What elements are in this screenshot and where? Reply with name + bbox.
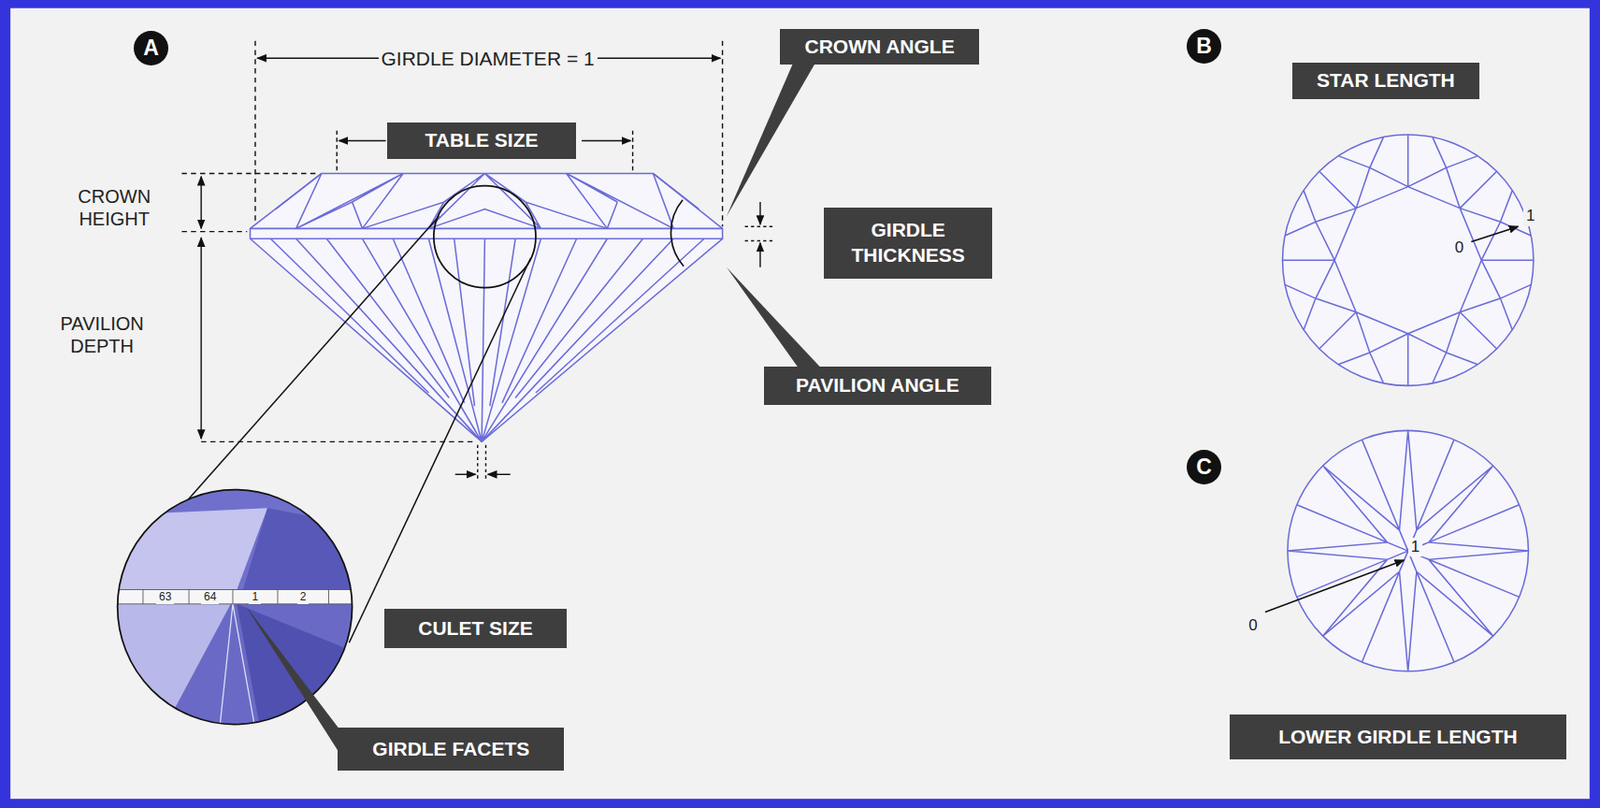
- length-arrows: [1265, 226, 1519, 612]
- scale-number: 1: [1523, 206, 1538, 226]
- scale-number: 64: [201, 590, 219, 604]
- label-box: STAR LENGTH: [1292, 62, 1480, 100]
- scale-number: 2: [297, 590, 310, 604]
- panel: [10, 8, 1590, 799]
- label-box: CULET SIZE: [384, 608, 566, 648]
- panel-badge: C: [1186, 449, 1222, 485]
- panel-badge: B: [1186, 28, 1222, 64]
- callout-pointers: [245, 60, 821, 757]
- label-box: GIRDLE THICKNESS: [823, 207, 993, 279]
- box-text: TABLE SIZE: [425, 128, 539, 153]
- scale-number: 63: [156, 590, 174, 604]
- label-box: PAVILION ANGLE: [763, 366, 991, 405]
- diamond-profile: [250, 172, 723, 442]
- facet-lines: [1282, 134, 1534, 386]
- scale-number: 0: [1452, 238, 1467, 258]
- box-text: GIRDLE THICKNESS: [836, 217, 980, 268]
- box-text: PAVILION ANGLE: [795, 373, 960, 398]
- panel-badge: A: [133, 30, 169, 66]
- box-text: LOWER GIRDLE LENGTH: [1278, 724, 1518, 750]
- dimension-label: CROWN HEIGHT: [52, 185, 176, 231]
- box-text: C: [1196, 454, 1212, 480]
- label-box: GIRDLE FACETS: [337, 727, 564, 771]
- pavilion-bottom-view: [1287, 430, 1528, 671]
- dimension-label: GIRDLE DIAMETER = 1: [378, 46, 598, 71]
- dimension-lines: [181, 41, 776, 482]
- box-text: B: [1196, 33, 1212, 59]
- box-text: A: [143, 35, 159, 61]
- label-box: CROWN ANGLE: [779, 28, 980, 65]
- angle-arc: [670, 200, 684, 267]
- box-text: GIRDLE FACETS: [372, 736, 530, 762]
- scale-number: 1: [1408, 537, 1423, 557]
- facet-lines: [1287, 430, 1528, 671]
- star-top-view: [1282, 134, 1534, 386]
- scale-number: 0: [1245, 616, 1260, 635]
- magnifier: [112, 186, 536, 733]
- label-box: TABLE SIZE: [387, 122, 577, 159]
- box-text: STAR LENGTH: [1316, 68, 1456, 93]
- dimension-label: PAVILION DEPTH: [44, 312, 159, 358]
- box-text: CULET SIZE: [418, 616, 534, 641]
- scale-number: 1: [248, 590, 261, 604]
- box-text: CROWN ANGLE: [805, 34, 955, 59]
- label-box: LOWER GIRDLE LENGTH: [1229, 714, 1567, 760]
